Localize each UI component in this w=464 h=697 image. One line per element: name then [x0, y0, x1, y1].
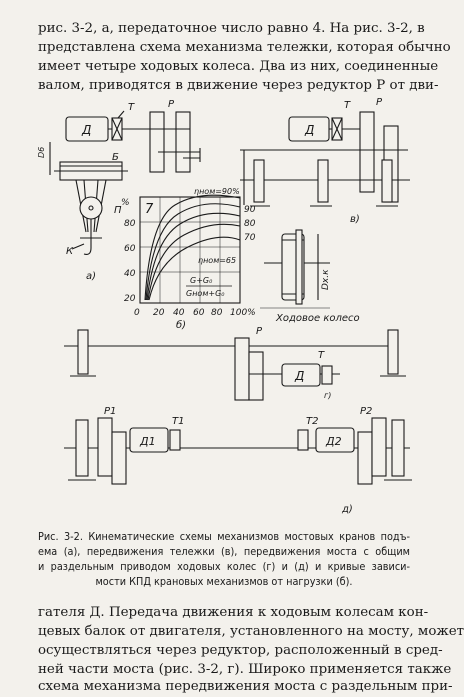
label-motor-d: Д	[294, 369, 304, 383]
caption-line: мости КПД крановых механизмов от нагрузк…	[95, 575, 353, 588]
label-eta-nom: ηном=90%	[194, 187, 240, 196]
text-line: рис. 3-2, а, передаточное число равно 4.…	[38, 21, 425, 36]
text-line: осуществляться через редуктор, расположе…	[38, 643, 443, 658]
caption-line: ема (а), передвижения тележки (в), перед…	[38, 545, 410, 558]
label-reducer-p: Р	[168, 99, 175, 110]
scheme-a-hoist: Д Т Р Б D6 П	[37, 99, 201, 282]
efficiency-chart: 7 ηном=90% ηном=65 % 80 60 40 20 0 20 40…	[121, 187, 256, 331]
label-motor-d2: Д2	[325, 435, 342, 448]
label-wheel-diameter: Dх.к	[321, 269, 331, 290]
label-g: г)	[324, 391, 331, 400]
label-d: д)	[341, 504, 353, 515]
label-reducer-p: Р	[256, 326, 263, 337]
caption-line: и раздельным приводом ходовых колес (г) …	[38, 560, 410, 573]
label-reducer-p2: Р2	[360, 406, 372, 417]
text-line: ней части моста (рис. 3-2, г). Широко пр…	[38, 662, 452, 677]
label-brake-t1: Т1	[172, 416, 184, 427]
kinematic-schemes-figure: Д Т Р Б D6 П	[37, 97, 412, 515]
text-line: цевых балок от двигателя, установленного…	[38, 624, 464, 639]
label-wheel: Ходовое колесо	[275, 313, 360, 324]
label-brake-t: Т	[318, 350, 325, 361]
tick-y-80: 80	[124, 219, 136, 229]
label-brake-t2: Т2	[306, 416, 318, 427]
label-g-ratio-num: G+G₀	[190, 276, 213, 285]
label-v: в)	[350, 214, 360, 225]
label-drum-b: Б	[112, 152, 119, 163]
tick-y-0: 0	[134, 308, 140, 318]
label-brake-t: Т	[128, 102, 135, 113]
tick-x-20: 20	[153, 308, 165, 318]
scheme-v-trolley: Д Т Р в)	[240, 97, 410, 225]
tick-x-60: 60	[193, 308, 205, 318]
text-line: имеет четыре ходовых колеса. Два из них,…	[38, 59, 439, 74]
text-line: схема механизма передвижения моста с раз…	[38, 679, 453, 694]
tick-y-20: 20	[124, 294, 136, 304]
scheme-g-common-drive: Р Д Т г)	[64, 326, 406, 401]
tick-right-80: 80	[244, 219, 256, 229]
label-a: а)	[86, 271, 96, 282]
scheme-d-separate-drive: Р1 Д1 Т1 Т2 Д2 Р2 д)	[64, 406, 412, 515]
tick-x-40: 40	[173, 308, 185, 318]
label-percent: %	[121, 198, 130, 208]
label-brake-t: Т	[344, 100, 351, 111]
label-eta-nom-65: ηном=65	[198, 256, 236, 265]
caption-line: Рис. 3-2. Кинематические схемы механизмо…	[38, 530, 410, 543]
label-seven: 7	[145, 202, 154, 217]
text-line: представлена схема механизма тележки, ко…	[38, 40, 451, 55]
label-b: б)	[176, 319, 186, 331]
label-g-ratio-den: Gном+G₀	[186, 289, 225, 298]
text-line: валом, приводятся в движение через редук…	[38, 78, 439, 93]
tick-y-40: 40	[124, 269, 136, 279]
label-d6: D6	[37, 147, 46, 158]
text-line: гателя Д. Передача движения к ходовым ко…	[38, 605, 429, 620]
label-motor-d: Д	[304, 123, 314, 137]
tick-x-100: 100%	[230, 308, 256, 318]
label-reducer-p: Р	[376, 97, 383, 108]
label-reducer-p1: Р1	[104, 406, 116, 417]
label-block-p: П	[114, 205, 122, 216]
label-hook-k: К	[66, 246, 74, 257]
label-motor-d1: Д1	[139, 435, 156, 448]
tick-right-90: 90	[244, 205, 256, 215]
tick-y-60: 60	[124, 244, 136, 254]
tick-x-80: 80	[211, 308, 223, 318]
document-page: рис. 3-2, а, передаточное число равно 4.…	[37, 21, 464, 694]
tick-right-70: 70	[244, 233, 256, 243]
label-motor-d: Д	[81, 123, 91, 137]
wheel-detail: Dх.к Ходовое колесо	[260, 229, 360, 324]
